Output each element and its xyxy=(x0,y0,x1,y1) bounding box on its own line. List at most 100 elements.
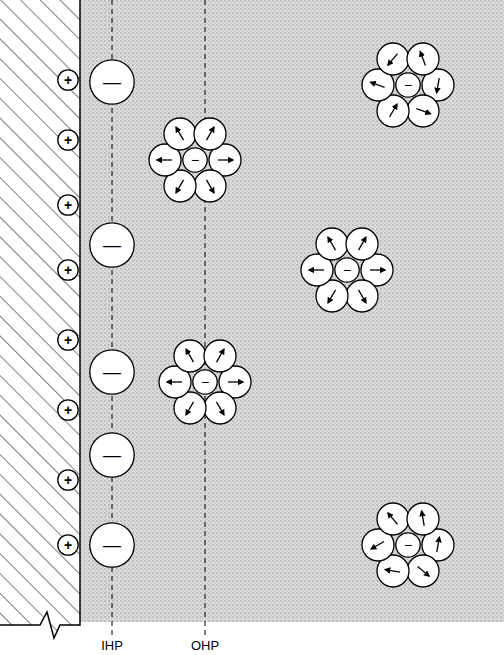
ion-circle xyxy=(90,223,134,267)
dipole-arrow xyxy=(207,127,215,140)
charge-sign: — xyxy=(89,222,135,268)
water-molecule xyxy=(407,555,439,587)
ion-circle xyxy=(58,260,78,280)
ion-circle xyxy=(396,73,420,97)
charge-sign: + xyxy=(57,259,79,281)
water-circle xyxy=(346,228,378,260)
dipole-arrow xyxy=(385,570,400,573)
water-circle xyxy=(194,170,226,202)
dipole-arrow xyxy=(328,237,336,250)
solvated-anion: − xyxy=(395,72,421,98)
dipole-arrow xyxy=(309,269,324,270)
charge-sign: − xyxy=(395,72,421,98)
dipole-arrow xyxy=(370,82,384,87)
dipole-arrow xyxy=(359,290,367,303)
dipole-arrow xyxy=(437,537,440,552)
electrode xyxy=(0,0,80,638)
water-molecule xyxy=(194,170,226,202)
ion-circle xyxy=(58,330,78,350)
water-circle xyxy=(164,118,196,150)
water-molecule xyxy=(407,95,439,127)
water-molecule xyxy=(316,228,348,260)
plane-label: OHP xyxy=(190,638,220,653)
dipole-arrow xyxy=(416,109,430,114)
water-circle xyxy=(316,228,348,260)
dipole-arrow xyxy=(418,566,429,576)
electrode-edge xyxy=(0,0,80,638)
dipole-arrow xyxy=(167,381,182,382)
dipole-arrow xyxy=(437,78,440,93)
dipole-arrow xyxy=(217,349,225,362)
water-molecule xyxy=(346,228,378,260)
charge-sign: — xyxy=(89,432,135,478)
dipole-arrow xyxy=(217,402,225,415)
cation-charge: + xyxy=(57,534,79,556)
adsorbed-anion: — xyxy=(89,522,135,568)
ion-circle xyxy=(58,195,78,215)
dipole-arrow xyxy=(328,290,336,303)
ion-circle xyxy=(90,523,134,567)
water-molecule xyxy=(346,280,378,312)
charge-sign: + xyxy=(57,399,79,421)
charge-sign: − xyxy=(395,532,421,558)
water-circle xyxy=(407,43,439,75)
ion-circle xyxy=(58,400,78,420)
adsorbed-anion: — xyxy=(89,432,135,478)
ohp-line xyxy=(205,0,206,635)
cation-charge: + xyxy=(57,399,79,421)
charge-sign: − xyxy=(182,147,208,173)
dipole-arrow xyxy=(388,513,398,524)
water-molecule xyxy=(204,392,236,424)
dipole-arrow xyxy=(390,104,398,117)
water-circle xyxy=(174,340,206,372)
water-circle xyxy=(407,555,439,587)
ion-circle xyxy=(58,70,78,90)
adsorbed-anion: — xyxy=(89,349,135,395)
ion-circle xyxy=(335,258,359,282)
dipole-arrow xyxy=(176,127,184,140)
water-circle xyxy=(407,95,439,127)
water-circle xyxy=(377,503,409,535)
water-circle xyxy=(204,340,236,372)
water-molecule xyxy=(194,118,226,150)
solvated-anion: − xyxy=(192,369,218,395)
dipole-arrow xyxy=(207,180,215,193)
dipole-arrow xyxy=(218,159,233,160)
ion-circle xyxy=(58,130,78,150)
cation-charge: + xyxy=(57,329,79,351)
charge-sign: + xyxy=(57,129,79,151)
dipole-arrow xyxy=(228,381,243,382)
ion-circle xyxy=(58,535,78,555)
ion-circle xyxy=(58,470,78,490)
charge-sign: — xyxy=(89,59,135,105)
water-molecule xyxy=(407,503,439,535)
water-molecule xyxy=(164,118,196,150)
water-molecule xyxy=(407,43,439,75)
adsorbed-anion: — xyxy=(89,222,135,268)
solvated-anion: − xyxy=(182,147,208,173)
dipole-arrow xyxy=(186,402,194,415)
cation-charge: + xyxy=(57,194,79,216)
dipole-arrow xyxy=(371,542,384,550)
dipole-arrow xyxy=(359,237,367,250)
charge-sign: + xyxy=(57,469,79,491)
charge-sign: + xyxy=(57,534,79,556)
ion-circle xyxy=(193,370,217,394)
solvated-anion: − xyxy=(395,532,421,558)
cation-charge: + xyxy=(57,69,79,91)
dipole-arrow xyxy=(422,511,425,526)
charge-sign: − xyxy=(192,369,218,395)
ion-circle xyxy=(90,350,134,394)
adsorbed-anion: — xyxy=(89,59,135,105)
cation-charge: + xyxy=(57,259,79,281)
water-circle xyxy=(346,280,378,312)
dipole-arrow xyxy=(176,180,184,193)
solution-ground xyxy=(80,0,504,622)
ion-circle xyxy=(183,148,207,172)
cation-charge: + xyxy=(57,469,79,491)
water-molecule xyxy=(377,503,409,535)
dipole-arrow xyxy=(186,349,194,362)
dipole-arrow xyxy=(157,159,172,160)
water-circle xyxy=(204,392,236,424)
